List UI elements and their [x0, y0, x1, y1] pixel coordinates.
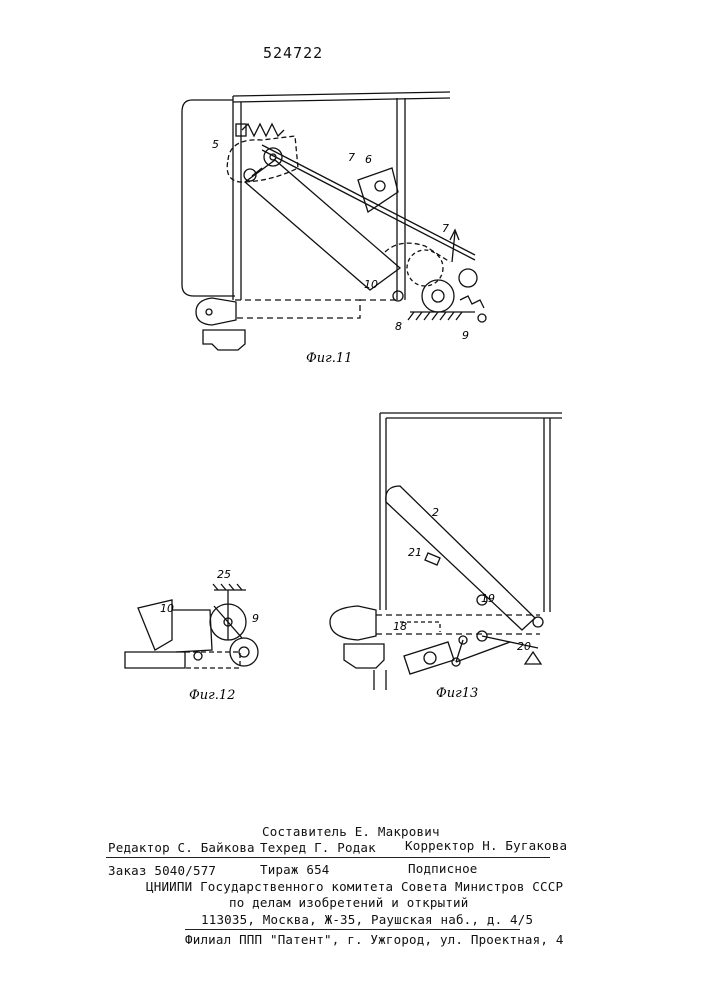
- figure-13-drawing: 2 21 19 18 20 Фиг13: [0, 0, 707, 720]
- fig13-label-19: 19: [481, 592, 495, 605]
- subscription-line: Подписное: [408, 861, 478, 876]
- institute-line-2: по делам изобретений и открытий: [229, 895, 469, 910]
- footer-rule-top: [106, 857, 550, 858]
- fig13-label-20: 20: [517, 640, 531, 653]
- editor-line: Редактор С. Байкова: [108, 840, 255, 855]
- compiler-line: Составитель Е. Макрович: [262, 824, 440, 839]
- institute-line-1: ЦНИИПИ Государственного комитета Совета …: [146, 879, 563, 894]
- circulation-line: Тираж 654: [260, 862, 330, 877]
- fig13-label-21: 21: [408, 546, 422, 559]
- branch-line: Филиал ППП "Патент", г. Ужгород, ул. Про…: [185, 932, 564, 947]
- fig13-caption: Фиг13: [436, 686, 478, 701]
- address-line: 113035, Москва, Ж-35, Раушская наб., д. …: [201, 912, 533, 927]
- order-line: Заказ 5040/577: [108, 863, 216, 878]
- footer-rule-bottom: [185, 929, 520, 930]
- corrector-line: Корректор Н. Бугакова: [405, 838, 567, 853]
- fig13-label-2: 2: [432, 506, 439, 519]
- techred-line: Техред Г. Родак: [260, 840, 376, 855]
- fig13-label-18: 18: [393, 620, 407, 633]
